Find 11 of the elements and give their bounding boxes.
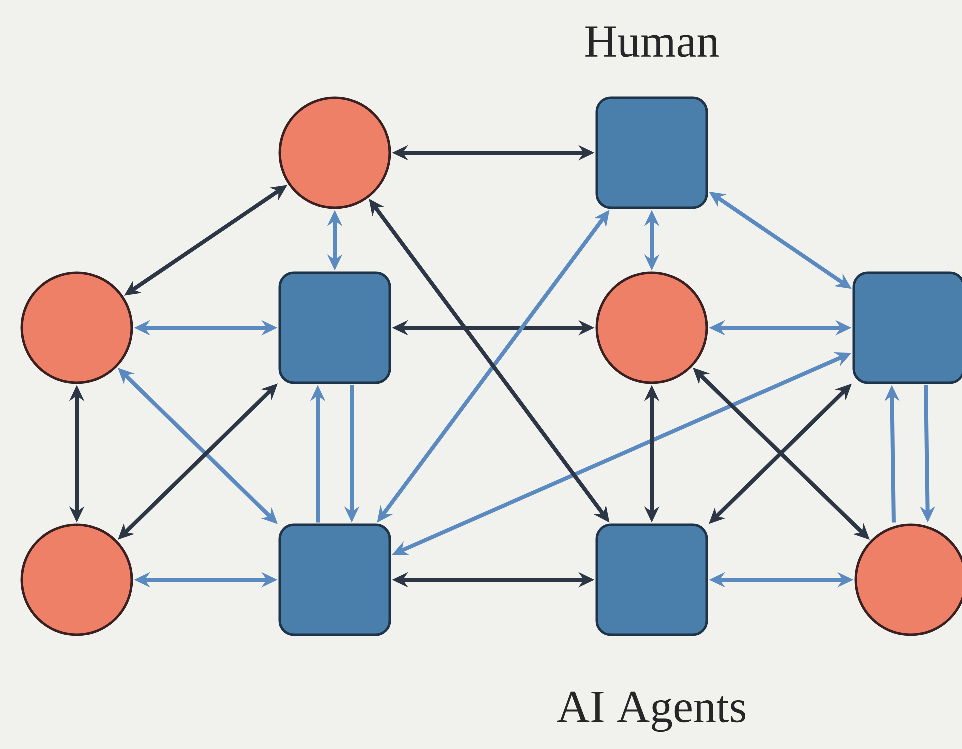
circle-node [20, 524, 134, 636]
circle-node [20, 272, 134, 384]
square-node [278, 524, 392, 636]
circle-node [596, 272, 708, 384]
circle-node [278, 96, 392, 210]
group-label: AI Agents [557, 692, 746, 732]
circle-node [854, 524, 962, 636]
square-node [596, 524, 708, 636]
square-node [852, 272, 962, 384]
square-node [596, 96, 708, 210]
square-node [278, 272, 392, 384]
